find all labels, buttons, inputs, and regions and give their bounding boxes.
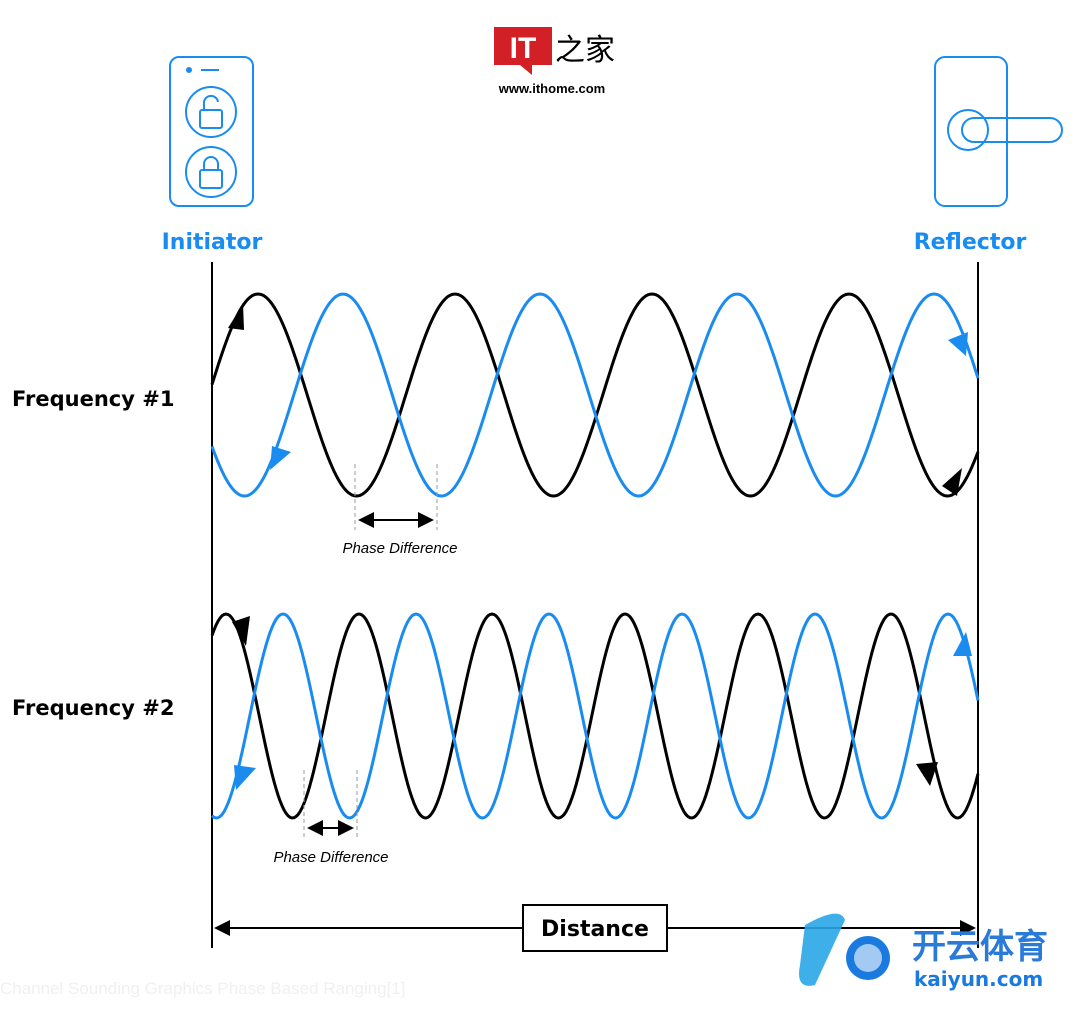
reflector-door-lock-icon	[934, 56, 1063, 207]
logo-url: www.ithome.com	[498, 81, 605, 96]
phase-difference-1: Phase Difference	[342, 464, 458, 557]
initiator-phone-icon	[169, 56, 254, 207]
frequency1-label: Frequency #1	[12, 387, 174, 411]
svg-text:开云体育: 开云体育	[912, 927, 1048, 967]
phase-difference-2: Phase Difference	[273, 770, 389, 866]
svg-text:kaiyun.com: kaiyun.com	[914, 967, 1043, 991]
arrow-icon	[228, 304, 244, 330]
ithome-logo: IT 之家 www.ithome.com	[494, 27, 615, 96]
distance-indicator: Distance	[214, 904, 976, 952]
phase-difference-label-1: Phase Difference	[342, 540, 457, 557]
svg-text:IT: IT	[510, 32, 537, 65]
arrow-icon	[234, 765, 256, 790]
svg-text:之家: 之家	[555, 33, 615, 68]
arrow-icon	[942, 468, 962, 496]
reflector-label: Reflector	[914, 230, 1027, 255]
arrow-icon	[916, 762, 938, 786]
kaiyun-watermark: 开云体育 kaiyun.com	[799, 913, 1048, 991]
phase-difference-label-2: Phase Difference	[273, 849, 388, 866]
initiator-label: Initiator	[162, 230, 263, 255]
frequency2-reflected-wave	[211, 612, 980, 820]
wave-direction-arrows	[228, 304, 972, 790]
caption: Channel Sounding Graphics Phase Based Ra…	[0, 979, 405, 998]
frequency1-reflected-wave	[210, 292, 980, 498]
distance-label: Distance	[541, 917, 649, 942]
frequency1-outgoing-wave	[210, 292, 980, 498]
arrow-icon	[270, 446, 291, 470]
frequency2-label: Frequency #2	[12, 696, 174, 720]
arrow-icon	[953, 632, 972, 656]
arrow-icon	[948, 332, 968, 356]
frequency2-outgoing-wave	[210, 612, 980, 820]
arrow-icon	[232, 616, 250, 646]
